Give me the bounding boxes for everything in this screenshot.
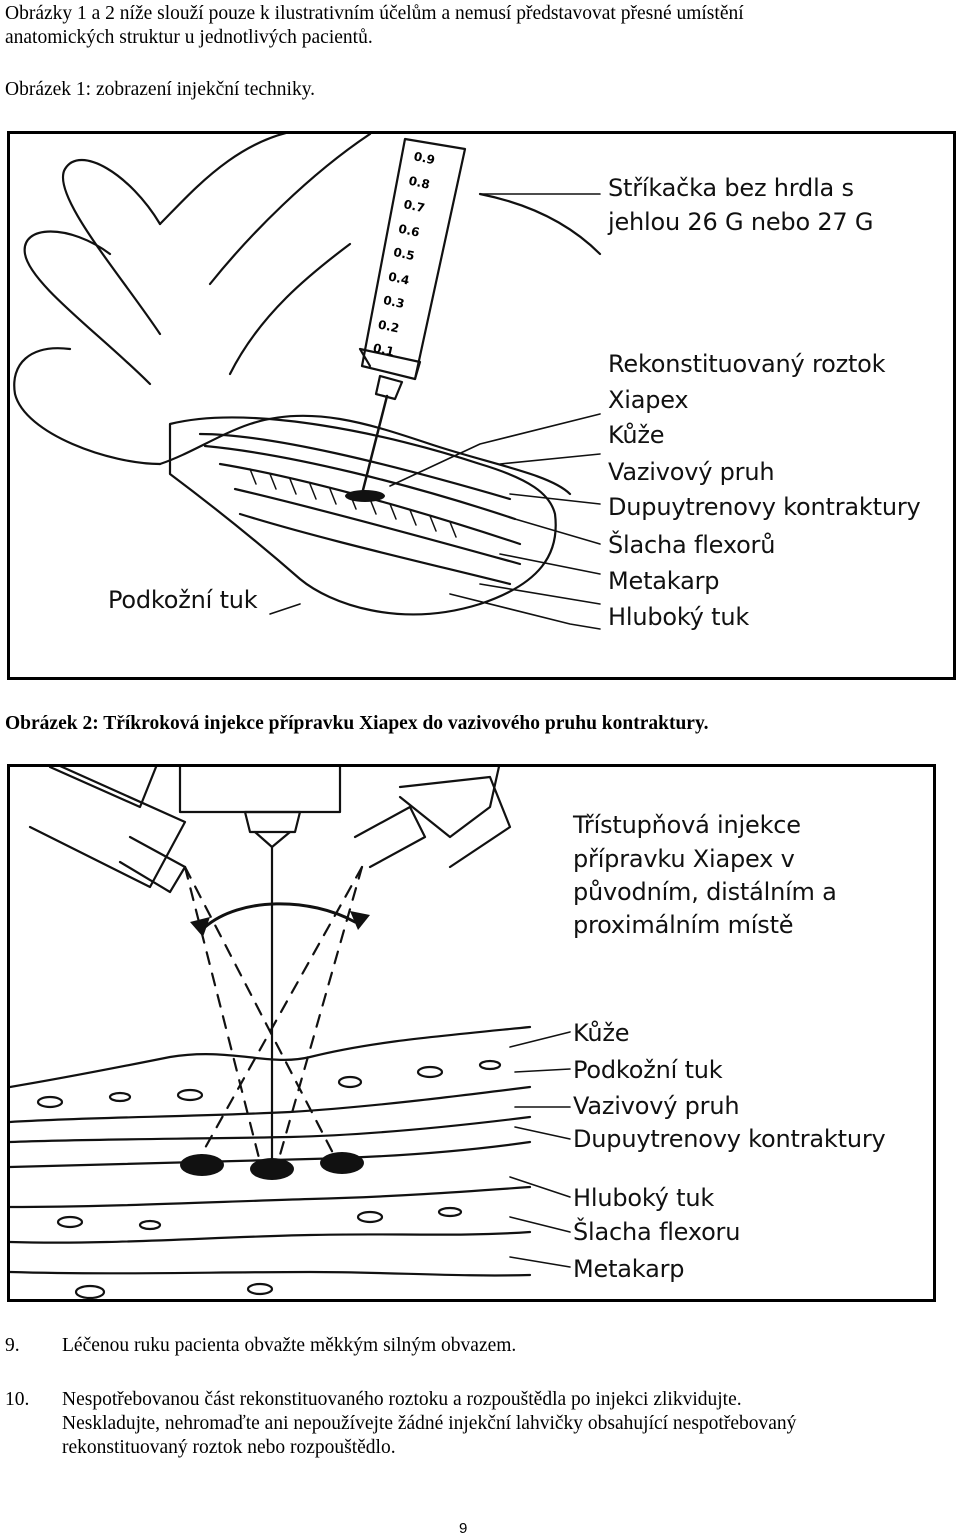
label-cord: Vazivový pruh (608, 458, 775, 486)
label-dupuytren: Dupuytrenovy kontraktury (608, 493, 921, 521)
label-title-4: proximálním místě (573, 911, 794, 939)
injected-solution-blob (345, 490, 385, 502)
label-metacarpal: Metakarp (573, 1255, 685, 1283)
step-text: Neskladujte, nehromaďte ani nepoužívejte… (62, 1413, 797, 1434)
label-skin: Kůže (573, 1019, 630, 1047)
step-text: Léčenou ruku pacienta obvažte měkkým sil… (62, 1335, 517, 1356)
label-syringe-2: jehlou 26 G nebo 27 G (608, 208, 874, 236)
label-subcutaneous: Podkožní tuk (573, 1056, 723, 1084)
figure2-caption: Obrázek 2: Tříkroková injekce přípravku … (5, 713, 709, 734)
label-tendon: Šlacha flexorů (608, 531, 776, 559)
step-text: rekonstituovaný roztok nebo rozpouštědlo… (62, 1437, 396, 1458)
label-tendon: Šlacha flexoru (573, 1218, 741, 1246)
figure1-illustration (13, 134, 602, 630)
figure2-three-step-injection: Třístupňová injekce přípravku Xiapex v p… (7, 764, 936, 1302)
figure1-injection-technique: 0.9 0.8 0.7 0.6 0.5 0.4 0.3 0.2 0.1 Stří… (7, 131, 956, 680)
label-deep-fat: Hluboký tuk (573, 1184, 715, 1212)
label-skin: Kůže (608, 421, 665, 449)
injection-site-distal (320, 1152, 364, 1174)
intro-line-2: anatomických struktur u jednotlivých pac… (5, 27, 373, 48)
step-number: 9. (5, 1335, 20, 1356)
page-number: 9 (459, 1520, 468, 1537)
label-metacarpal: Metakarp (608, 567, 720, 595)
label-reconstituted: Rekonstituovaný roztok (608, 350, 886, 378)
label-deep-fat: Hluboký tuk (608, 603, 750, 631)
injection-site-proximal (180, 1154, 224, 1176)
label-dupuytren: Dupuytrenovy kontraktury (573, 1125, 886, 1153)
figure2-illustration (10, 767, 571, 1299)
label-syringe-1: Stříkačka bez hrdla s (608, 174, 854, 202)
label-title-1: Třístupňová injekce (573, 811, 801, 839)
step-text: Nespotřebovanou část rekonstituovaného r… (62, 1389, 742, 1410)
step-number: 10. (5, 1389, 30, 1410)
label-subcutaneous: Podkožní tuk (108, 586, 258, 614)
label-xiapex: Xiapex (608, 386, 689, 414)
intro-line-1: Obrázky 1 a 2 níže slouží pouze k ilustr… (5, 3, 744, 24)
label-cord: Vazivový pruh (573, 1092, 740, 1120)
label-title-3: původním, distálním a (573, 878, 837, 906)
label-title-2: přípravku Xiapex v (573, 845, 795, 873)
injection-site-original (250, 1158, 294, 1180)
figure1-caption: Obrázek 1: zobrazení injekční techniky. (5, 79, 316, 100)
